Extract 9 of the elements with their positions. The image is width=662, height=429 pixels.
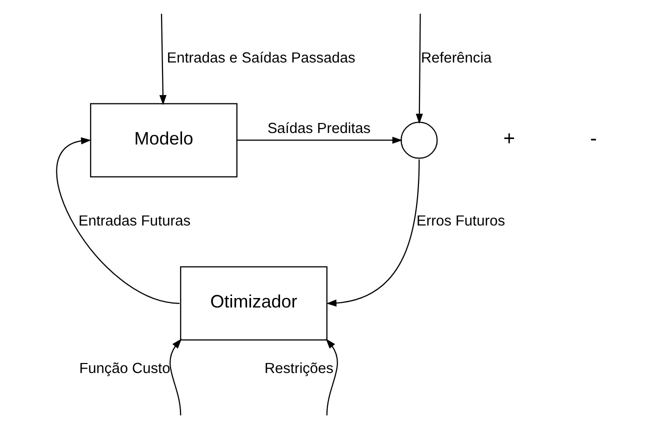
label: -	[590, 128, 596, 150]
edge-label: Função Custo	[78, 360, 170, 377]
edge-label: Erros Futuros	[416, 214, 505, 230]
edge-label: Saídas Preditas	[266, 120, 370, 137]
label: +	[502, 128, 515, 150]
edge-label: Entradas e Saídas Passadas	[166, 50, 355, 66]
edge-label: Referência	[420, 50, 492, 66]
edge-label: Restrições	[264, 360, 333, 377]
edge-label: Entradas Futuras	[78, 214, 190, 230]
